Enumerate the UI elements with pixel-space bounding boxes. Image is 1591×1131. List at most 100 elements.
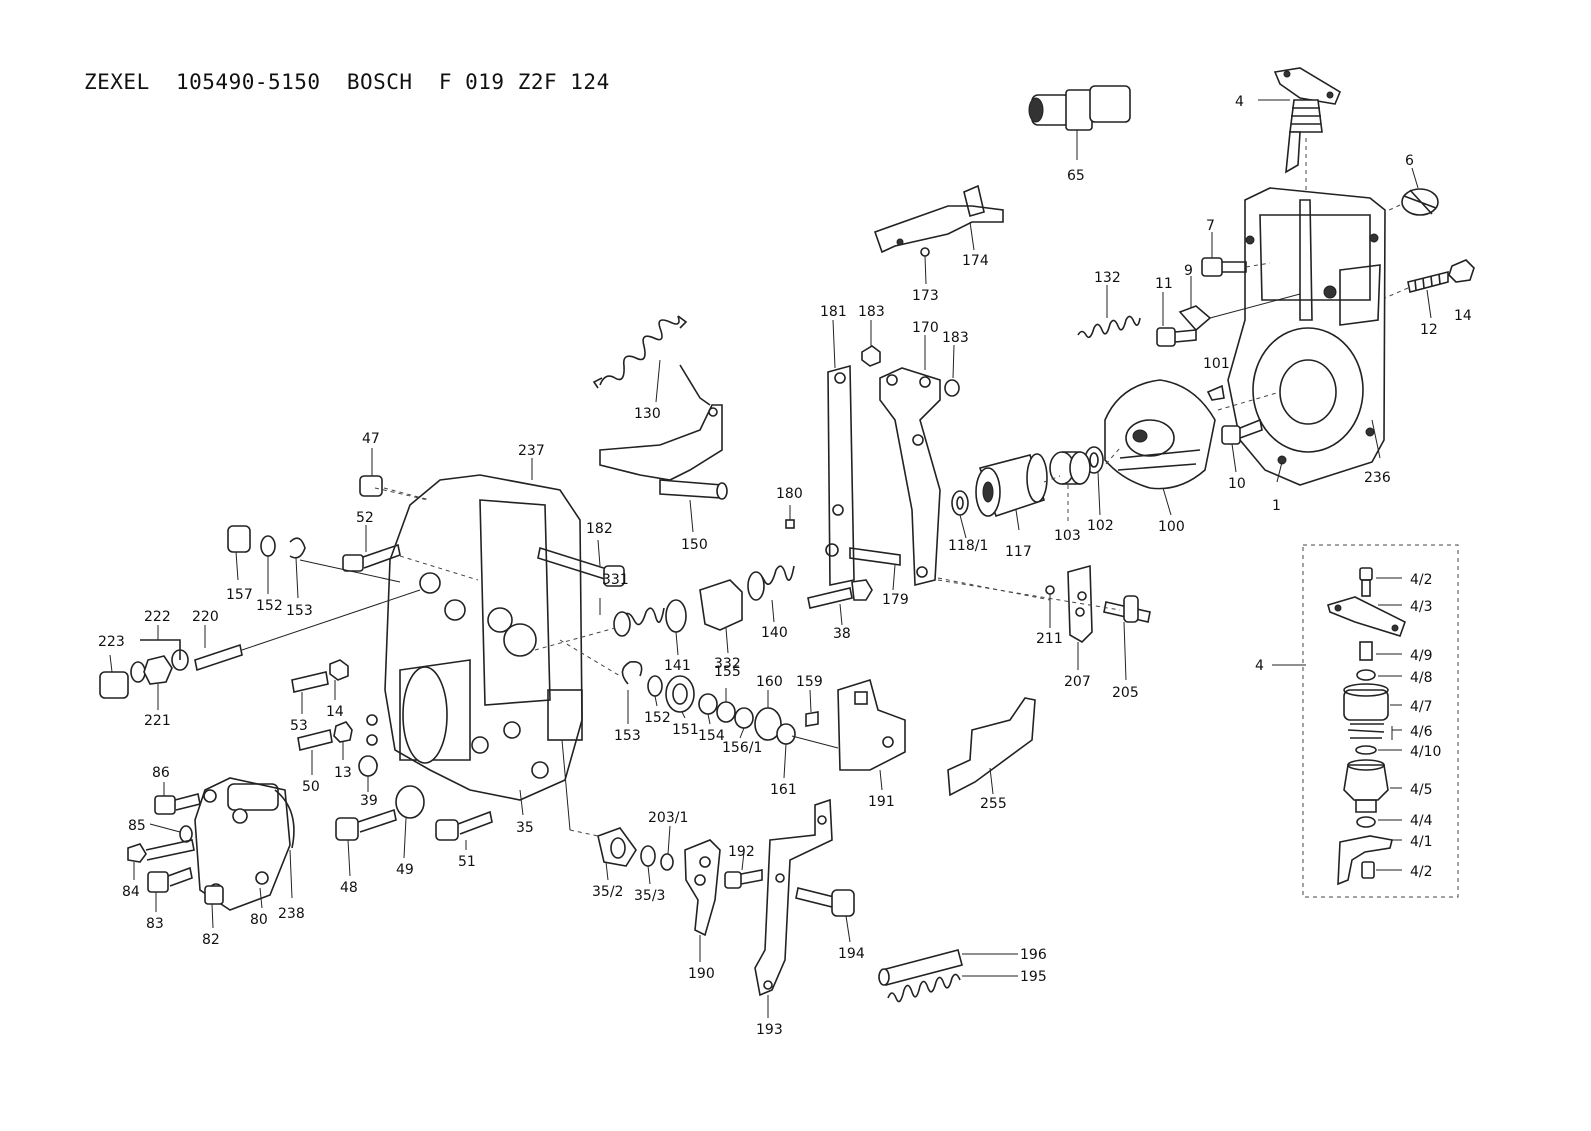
part-196-195-tube-spring xyxy=(878,949,1018,1003)
part-150-lever-shaft xyxy=(599,364,728,533)
label-152-mid: 152 xyxy=(644,710,671,726)
part-7-bolt xyxy=(1201,232,1271,277)
label-195: 195 xyxy=(1020,969,1047,985)
part-101-key xyxy=(1206,384,1225,401)
label-35: 35 xyxy=(516,820,534,836)
detail-label-4-4: 4/4 xyxy=(1410,813,1433,829)
label-13: 13 xyxy=(334,765,352,781)
label-100: 100 xyxy=(1158,519,1185,535)
label-183-right: 183 xyxy=(942,330,969,346)
label-153-top: 153 xyxy=(286,603,313,619)
part-255-bracket xyxy=(947,697,1036,797)
label-82: 82 xyxy=(202,932,220,948)
part-10-bolt xyxy=(1221,418,1263,473)
part-35-2-35-3-203-1-fitting xyxy=(561,739,674,885)
part-331-141-332-140-spring-set xyxy=(534,565,795,656)
detail-label-4-10: 4/10 xyxy=(1410,744,1441,760)
part-180-pin xyxy=(785,505,795,529)
label-223: 223 xyxy=(98,634,125,650)
label-35-2: 35/2 xyxy=(592,884,623,900)
label-173: 173 xyxy=(912,288,939,304)
label-157: 157 xyxy=(226,587,253,603)
label-156-1: 156/1 xyxy=(722,740,762,756)
diagram-title: ZEXEL 105490-5150 BOSCH F 019 Z2F 124 xyxy=(84,70,610,94)
label-153-mid: 153 xyxy=(614,728,641,744)
part-65-fitting xyxy=(1028,85,1131,160)
part-118-1-washer xyxy=(951,490,969,539)
detail-label-4-6: 4/6 xyxy=(1410,724,1433,740)
detail-box-labels: 4 4/2 4/3 4/9 4/8 4/7 4/6 4/10 4/5 4/4 4… xyxy=(1255,572,1441,880)
label-237: 237 xyxy=(518,443,545,459)
detail-label-4-2-top: 4/2 xyxy=(1410,572,1433,588)
label-4: 4 xyxy=(1235,94,1244,110)
detail-box-part-4 xyxy=(1272,544,1459,898)
detail-label-4-3: 4/3 xyxy=(1410,599,1433,615)
label-181: 181 xyxy=(820,304,847,320)
label-118-1: 118/1 xyxy=(948,538,988,554)
label-150: 150 xyxy=(681,537,708,553)
label-220: 220 xyxy=(192,609,219,625)
part-157-152-153-cap-ring-clip xyxy=(227,525,401,599)
label-65: 65 xyxy=(1067,168,1085,184)
label-154: 154 xyxy=(698,728,725,744)
label-196: 196 xyxy=(1020,947,1047,963)
label-103: 103 xyxy=(1054,528,1081,544)
label-191: 191 xyxy=(868,794,895,810)
detail-label-4: 4 xyxy=(1255,658,1264,674)
label-11: 11 xyxy=(1155,276,1173,292)
label-331: 331 xyxy=(602,572,629,588)
label-236: 236 xyxy=(1364,470,1391,486)
part-237-housing xyxy=(366,458,583,816)
part-181-lever xyxy=(825,319,855,586)
part-38-screw xyxy=(807,579,873,626)
part-47-plug xyxy=(359,448,431,501)
label-141: 141 xyxy=(664,658,691,674)
label-39: 39 xyxy=(360,793,378,809)
label-332: 332 xyxy=(714,656,741,672)
label-51: 51 xyxy=(458,854,476,870)
part-182-bolt xyxy=(537,539,625,587)
label-14-mid: 14 xyxy=(326,704,344,720)
label-83: 83 xyxy=(146,916,164,932)
label-117: 117 xyxy=(1005,544,1032,560)
part-48-49-51-screws xyxy=(335,785,493,877)
part-222-220-223-221-stop-screw xyxy=(99,589,421,710)
part-130-spring xyxy=(592,315,688,403)
label-130: 130 xyxy=(634,406,661,422)
label-190: 190 xyxy=(688,966,715,982)
detail-label-4-9: 4/9 xyxy=(1410,648,1433,664)
label-183-left: 183 xyxy=(858,304,885,320)
part-12-14-stud-nut xyxy=(1384,259,1475,319)
label-155: 155 xyxy=(714,664,741,680)
label-193: 193 xyxy=(756,1022,783,1038)
label-7: 7 xyxy=(1206,218,1215,234)
part-190-193-levers xyxy=(684,798,855,1018)
label-192: 192 xyxy=(728,844,755,860)
part-1-governor-housing xyxy=(1227,187,1386,486)
label-222: 222 xyxy=(144,609,171,625)
label-47: 47 xyxy=(362,431,380,447)
label-48: 48 xyxy=(340,880,358,896)
label-159: 159 xyxy=(796,674,823,690)
part-103-bushing xyxy=(1049,451,1091,522)
label-179: 179 xyxy=(882,592,909,608)
label-161: 161 xyxy=(770,782,797,798)
label-152-top: 152 xyxy=(256,598,283,614)
label-182: 182 xyxy=(586,521,613,537)
label-101: 101 xyxy=(1203,356,1230,372)
part-4-lever xyxy=(1258,67,1342,198)
label-52: 52 xyxy=(356,510,374,526)
label-10: 10 xyxy=(1228,476,1246,492)
part-132-spring xyxy=(1077,285,1141,339)
part-53-14-50-13-39-fasteners xyxy=(291,659,378,792)
label-140: 140 xyxy=(761,625,788,641)
label-85: 85 xyxy=(128,818,146,834)
part-117-sleeve xyxy=(975,453,1048,531)
label-238: 238 xyxy=(278,906,305,922)
label-6: 6 xyxy=(1405,153,1414,169)
label-207: 207 xyxy=(1064,674,1091,690)
label-1: 1 xyxy=(1272,498,1281,514)
label-38: 38 xyxy=(833,626,851,642)
